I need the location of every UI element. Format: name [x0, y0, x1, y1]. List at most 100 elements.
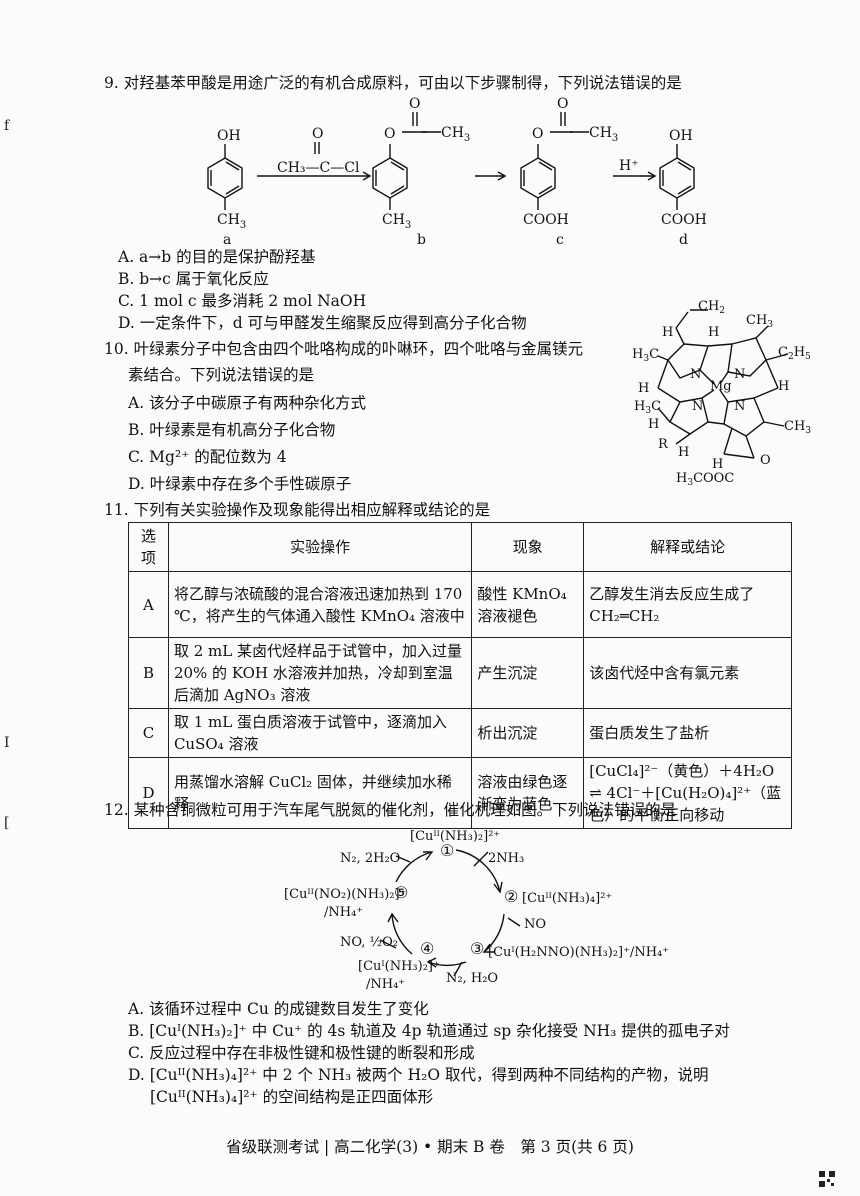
svg-text:CH2: CH2	[698, 299, 725, 316]
species-1: [Cuᴵᴵ(NH₃)₂]²⁺	[410, 829, 500, 844]
svg-text:O: O	[409, 96, 420, 112]
input-2: NO	[524, 917, 546, 932]
question-9-stem: 9. 对羟基苯甲酸是用途广泛的有机合成原料，可由以下步骤制得，下列说法错误的是	[104, 74, 682, 92]
svg-text:O: O	[384, 126, 395, 142]
row-operation: 取 2 mL 某卤代烃样品于试管中，加入过量 20% 的 KOH 水溶液并加热，…	[167, 637, 473, 709]
margin-mark: f	[4, 118, 10, 134]
step-number-1: ①	[440, 841, 454, 860]
input-4: NO, ½O₂	[340, 935, 398, 950]
svg-text:R: R	[658, 437, 669, 452]
row-phenomenon: 析出沉淀	[471, 708, 585, 758]
q9-option-a: A. a→b 的目的是保护酚羟基	[118, 248, 316, 266]
q12-option-d-cont: [Cuᴵᴵ(NH₃)₄]²⁺ 的空间结构是正四面体形	[150, 1088, 434, 1106]
row-phenomenon: 溶液由绿色逐渐变为蓝色	[471, 757, 585, 829]
svg-text:CH3: CH3	[217, 212, 246, 231]
svg-text:COOH: COOH	[523, 212, 569, 228]
q12-option-c: C. 反应过程中存在非极性键和极性键的断裂和形成	[128, 1044, 475, 1062]
row-phenomenon: 产生沉淀	[471, 637, 585, 709]
row-operation: 取 1 mL 蛋白质溶液于试管中，逐滴加入 CuSO₄ 溶液	[167, 708, 473, 758]
q12-option-d: D. [Cuᴵᴵ(NH₃)₄]²⁺ 中 2 个 NH₃ 被两个 H₂O 取代，得…	[128, 1066, 709, 1084]
margin-mark: [	[4, 815, 10, 831]
qr-code-icon	[818, 1170, 836, 1188]
svg-text:CH3: CH3	[746, 313, 773, 330]
input-1: 2NH₃	[488, 851, 524, 866]
page-footer: 省级联测考试 | 高二化学(3) • 期末 B 卷 第 3 页(共 6 页)	[226, 1138, 634, 1156]
q10-option-d: D. 叶绿素中存在多个手性碳原子	[128, 475, 352, 493]
q9-option-b: B. b→c 属于氧化反应	[118, 270, 269, 288]
table-header-row: 选项 实验操作 现象 解释或结论	[128, 522, 792, 572]
svg-text:H: H	[678, 445, 689, 460]
q12-option-a: A. 该循环过程中 Cu 的成键数目发生了变化	[128, 1000, 429, 1018]
svg-text:N: N	[734, 367, 745, 382]
svg-text:H3C: H3C	[634, 399, 661, 416]
row-conclusion: [CuCl₄]²⁻（黄色）＋4H₂O ⇌ 4Cl⁻＋[Cu(H₂O)₄]²⁺（蓝…	[583, 757, 792, 829]
table-row: A 将乙醇与浓硫酸的混合溶液迅速加热到 170 ℃，将产生的气体通入酸性 KMn…	[128, 571, 792, 638]
svg-text:H: H	[648, 417, 659, 432]
row-operation: 将乙醇与浓硫酸的混合溶液迅速加热到 170 ℃，将产生的气体通入酸性 KMnO₄…	[167, 571, 473, 638]
species-5: [Cuᴵᴵ(NO₂)(NH₃)₂]⁺	[284, 887, 406, 902]
q10-option-b: B. 叶绿素是有机高分子化合物	[128, 421, 336, 439]
question-10-stem-line1: 10. 叶绿素分子中包含由四个吡咯构成的卟啉环，四个吡咯与金属镁元	[104, 340, 584, 358]
label-b: b	[417, 232, 426, 248]
row-option: C	[128, 708, 169, 758]
q12-option-b: B. [Cuᴵ(NH₃)₂]⁺ 中 Cu⁺ 的 4s 轨道及 4p 轨道通过 s…	[128, 1022, 730, 1040]
question-11-stem: 11. 下列有关实验操作及现象能得出相应解释或结论的是	[104, 501, 491, 519]
svg-text:H3COOC: H3COOC	[676, 471, 734, 488]
step-number-3: ③	[470, 939, 484, 958]
row-option: D	[128, 757, 169, 829]
species-2: [Cuᴵᴵ(NH₃)₄]²⁺	[522, 891, 612, 906]
question-10-stem-line2: 素结合。下列说法错误的是	[128, 366, 315, 384]
table-row: C 取 1 mL 蛋白质溶液于试管中，逐滴加入 CuSO₄ 溶液 析出沉淀 蛋白…	[128, 708, 792, 758]
species-3: [Cuᴵ(H₂NNO)(NH₃)₂]⁺/NH₄⁺	[488, 945, 669, 960]
output-5: N₂, 2H₂O	[340, 851, 400, 866]
svg-text:N: N	[692, 399, 703, 414]
step-number-2: ②	[504, 887, 518, 906]
svg-text:H: H	[708, 325, 719, 340]
svg-text:COOH: COOH	[661, 212, 707, 228]
q9-option-d: D. 一定条件下，d 可与甲醛发生缩聚反应得到高分子化合物	[118, 314, 527, 332]
step-number-5: ⑤	[394, 883, 408, 902]
q9-reaction-scheme: OH CH3 O CH₃—C—Cl O O CH3 CH3 O O CH3 CO…	[207, 96, 707, 248]
svg-text:OH: OH	[217, 128, 241, 144]
step-number-4: ④	[420, 939, 434, 958]
row-conclusion: 乙醇发生消去反应生成了 CH₂═CH₂	[583, 571, 792, 638]
margin-mark: I	[4, 735, 10, 751]
svg-text:O: O	[532, 126, 543, 142]
svg-text:C2H5: C2H5	[778, 345, 811, 362]
svg-text:Mg: Mg	[710, 379, 732, 394]
q9-reagent: CH₃—C—Cl	[277, 160, 360, 176]
row-option: B	[128, 637, 169, 709]
label-a: a	[223, 232, 231, 248]
species-4-ion: /NH₄⁺	[366, 977, 405, 992]
output-3: N₂, H₂O	[446, 971, 498, 986]
table-header: 解释或结论	[583, 522, 792, 572]
svg-text:H: H	[712, 457, 723, 472]
table-header: 现象	[471, 522, 585, 572]
svg-text:CH3: CH3	[589, 125, 618, 144]
svg-text:H: H	[778, 379, 789, 394]
svg-text:CH3: CH3	[382, 212, 411, 231]
label-c: c	[556, 232, 564, 248]
species-4: [Cuᴵ(NH₃)₂]⁺	[358, 959, 440, 974]
table-header: 选项	[128, 522, 169, 572]
svg-text:O: O	[557, 96, 568, 112]
species-5-ion: /NH₄⁺	[324, 905, 363, 920]
row-option: A	[128, 571, 169, 638]
label-d: d	[679, 232, 688, 248]
q9-option-c: C. 1 mol c 最多消耗 2 mol NaOH	[118, 292, 367, 310]
svg-text:O: O	[312, 126, 323, 142]
table-row: B 取 2 mL 某卤代烃样品于试管中，加入过量 20% 的 KOH 水溶液并加…	[128, 637, 792, 709]
q10-option-c: C. Mg²⁺ 的配位数为 4	[128, 448, 287, 466]
svg-text:CH3: CH3	[441, 125, 470, 144]
row-conclusion: 蛋白质发生了盐析	[583, 708, 792, 758]
svg-text:O: O	[760, 453, 771, 468]
svg-text:H3C: H3C	[632, 347, 659, 364]
row-conclusion: 该卤代烃中含有氯元素	[583, 637, 792, 709]
row-operation: 用蒸馏水溶解 CuCl₂ 固体，并继续加水稀释	[167, 757, 473, 829]
svg-text:CH3: CH3	[784, 419, 811, 436]
svg-text:N: N	[734, 399, 745, 414]
svg-text:H: H	[662, 325, 673, 340]
svg-text:H: H	[638, 381, 649, 396]
q9-acid: H⁺	[619, 158, 639, 174]
svg-text:N: N	[690, 367, 701, 382]
